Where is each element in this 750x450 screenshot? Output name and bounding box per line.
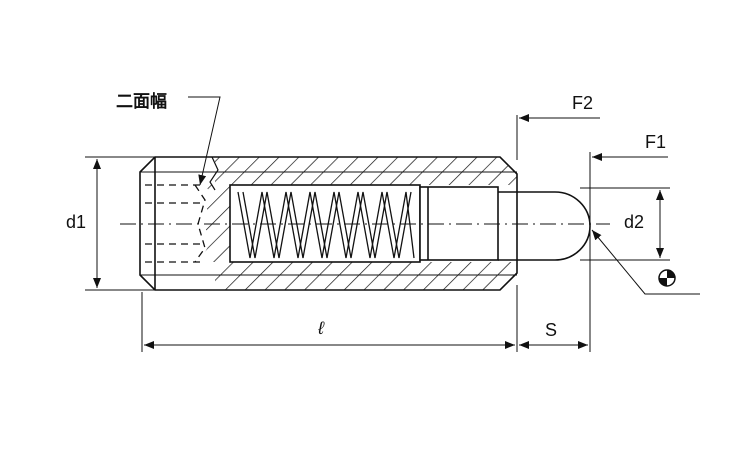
stroke-label: S [545,320,558,340]
d2-label: d2 [624,212,645,232]
f1-label: F1 [645,132,667,152]
plunger-tip [498,191,591,261]
width-across-flats-label: 二面幅 [116,92,167,112]
length-label: ℓ [318,318,324,338]
spring-icon [237,191,415,259]
f2-label: F2 [572,93,594,113]
body-outline [139,156,518,291]
hex-socket [145,184,206,263]
dimension-lines [85,96,700,352]
body-wall-hatching [205,157,517,290]
d1-label: d1 [66,212,87,232]
center-of-mass-icon [658,269,676,287]
